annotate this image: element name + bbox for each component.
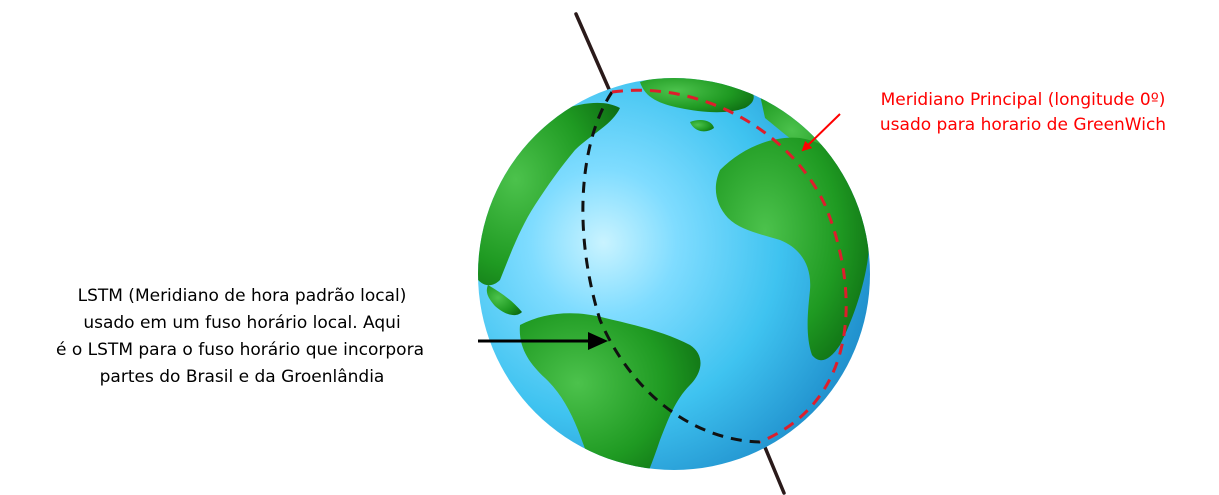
prime-meridian-arrow [801,113,841,152]
lstm-label-line4: partes do Brasil e da Groenlândia [99,367,385,387]
central-america-landmass [486,285,522,316]
lstm-meridian-line [581,91,761,444]
prime-meridian-line [611,88,848,444]
lstm-label-line3: é o LSTM para o fuso horário que incorpo… [56,340,424,360]
africa-landmass [715,137,870,361]
lstm-label-line2: usado em um fuso horário local. Aqui [83,313,401,333]
lstm-label: LSTM (Meridiano de hora padrão local) us… [0,283,484,391]
lstm-label-line1: LSTM (Meridiano de hora padrão local) [77,286,407,306]
prime-meridian-label-line1: Meridiano Principal (longitude 0º) [880,90,1166,110]
prime-meridian-label: Meridiano Principal (longitude 0º) usado… [838,88,1208,138]
lstm-arrow-head [588,332,608,350]
prime-meridian-label-line2: usado para horario de GreenWich [879,115,1167,135]
earth-axis-bottom [760,438,786,495]
iceland-landmass [690,120,714,132]
south-america-landmass [519,313,701,470]
earth-globe-icon [478,78,870,470]
earth-axis-top [574,12,614,98]
